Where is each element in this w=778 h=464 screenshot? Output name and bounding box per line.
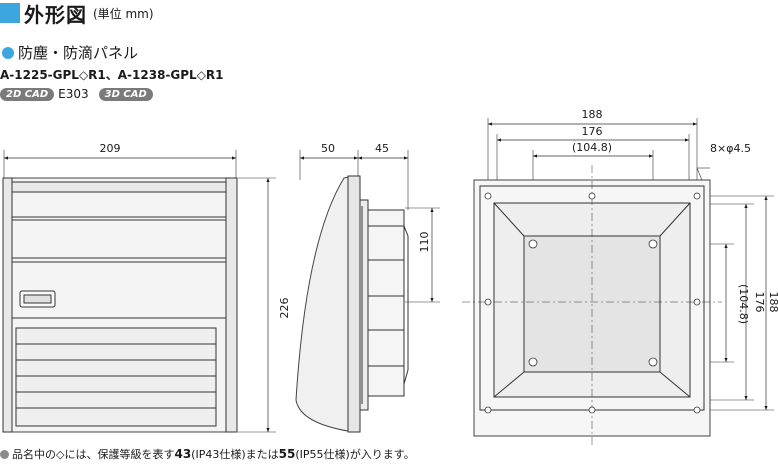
dim-holes-spec: 8×φ4.5 <box>710 142 751 155</box>
cad-code: E303 <box>58 87 89 101</box>
product-heading: 防塵・防滴パネル <box>0 42 138 63</box>
cad-3d-badge[interactable]: 3D CAD <box>98 87 153 101</box>
footnote-bullet-icon <box>0 449 9 459</box>
cad-row: 2D CAD E303 3D CAD <box>0 87 153 101</box>
footnote-prefix: 品名中の◇には、保護等級を表す <box>12 448 175 461</box>
footnote-option-55-note: (IP55仕様) <box>295 448 350 461</box>
model-numbers: A-1225-GPL◇R1、A-1238-GPL◇R1 <box>0 68 224 82</box>
bullet-icon <box>2 46 14 59</box>
dim-side-depth-b: 45 <box>375 142 389 155</box>
dim-front-width: 209 <box>100 142 121 155</box>
dim-side-depth-a: 50 <box>321 142 335 155</box>
dim-rear-hole-width: (104.8) <box>572 141 612 154</box>
unit-label: (単位 mm) <box>93 6 154 21</box>
footnote-middle: または <box>245 448 279 461</box>
dim-rear-outer-width: 188 <box>582 108 603 121</box>
footnote-option-43-note: (IP43仕様) <box>191 448 246 461</box>
dim-rear-hole-height: (104.8) <box>737 284 750 324</box>
dim-front-height: 226 <box>278 298 291 319</box>
mounting-holes <box>484 192 701 414</box>
footnote: 品名中の◇には、保護等級を表す 43 (IP43仕様) または 55 (IP55… <box>0 446 415 462</box>
title-marker <box>0 3 20 23</box>
footnote-suffix: が入ります。 <box>349 448 415 461</box>
front-view <box>2 150 276 433</box>
dim-rear-inner-height: 176 <box>753 292 766 313</box>
footnote-option-43: 43 <box>174 447 192 461</box>
dim-side-height: 110 <box>418 232 431 253</box>
dim-rear-outer-height: 188 <box>767 292 778 313</box>
dim-rear-inner-width: 176 <box>582 125 603 138</box>
rear-view <box>462 118 774 448</box>
title-text: 外形図 <box>24 2 87 27</box>
page-title: 外形図 (単位 mm) <box>0 0 154 27</box>
footnote-option-55: 55 <box>278 447 296 461</box>
cad-2d-badge[interactable]: 2D CAD <box>0 87 55 101</box>
product-name: 防塵・防滴パネル <box>18 44 139 62</box>
side-view <box>295 150 440 433</box>
